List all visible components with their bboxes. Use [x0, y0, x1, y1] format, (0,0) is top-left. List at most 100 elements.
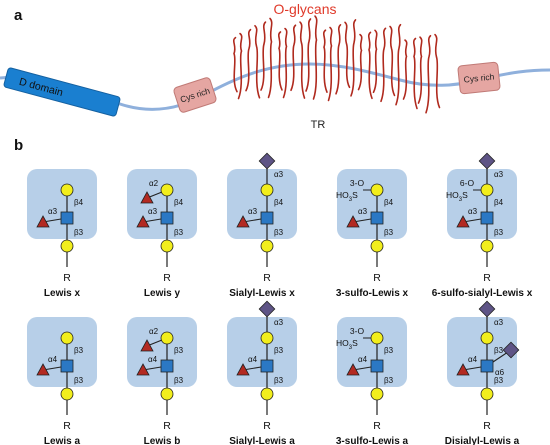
linkage-label: α4 — [48, 355, 58, 364]
o-glycan-chain — [290, 24, 297, 92]
glycan-box — [337, 169, 407, 239]
fucose-triangle-icon — [236, 215, 250, 228]
galactose-circle-icon — [480, 331, 494, 345]
fucose-triangle-icon — [456, 363, 470, 376]
fucose-triangle-icon — [346, 215, 360, 228]
linkage-label: α2 — [149, 179, 159, 188]
r-group-label: R — [63, 272, 71, 284]
o-glycan-chain — [305, 18, 312, 92]
o-glycan-chain — [260, 21, 267, 91]
fucose-triangle-icon — [456, 215, 470, 228]
galactose-circle-icon — [480, 239, 494, 253]
linkage-label: α2 — [149, 327, 159, 336]
glcnac-square-icon — [260, 211, 274, 225]
galactose-circle-icon — [480, 387, 494, 401]
linkage-label: α3 — [358, 207, 368, 216]
r-group-label: R — [163, 272, 171, 284]
sulfate-label: HO3S — [336, 338, 358, 351]
sialic-acid-diamond-icon — [258, 300, 276, 318]
linkage-label: β3 — [384, 346, 394, 355]
linkage-label: α3 — [274, 318, 284, 327]
o-glycan-chain — [417, 36, 423, 104]
sulfate-position-label: 3-O — [350, 178, 365, 188]
galactose-circle-icon — [60, 183, 74, 197]
glcnac-square-icon — [370, 211, 384, 225]
glycan-name: Lewis a — [44, 436, 81, 445]
o-glycan-chain — [350, 19, 357, 97]
sulfate-position-label: 6-O — [460, 178, 475, 188]
o-glycan-chain — [282, 27, 288, 99]
linkage-label: α4 — [248, 355, 258, 364]
glycan-box — [27, 169, 97, 239]
o-glycan-chain — [327, 26, 333, 102]
o-glycan-chains — [232, 15, 441, 114]
fucose-triangle-icon — [140, 339, 154, 352]
glycan-box — [227, 169, 297, 239]
galactose-circle-icon — [60, 331, 74, 345]
glycan-name: 3-sulfo-Lewis x — [336, 288, 409, 299]
o-glycan-chain — [344, 21, 351, 89]
linkage-label: β3 — [274, 228, 284, 237]
o-glycan-chain — [357, 33, 363, 91]
sulfate-position-label: 3-O — [350, 326, 365, 336]
galactose-circle-icon — [370, 331, 384, 345]
o-glycan-chain — [237, 32, 243, 100]
o-glycan-chain — [367, 31, 373, 100]
linkage-label: β3 — [74, 346, 84, 355]
linkage-label: α3 — [274, 170, 284, 179]
o-glycan-chain — [335, 24, 342, 95]
cys-rich-right: Cys rich — [457, 61, 501, 95]
panel-a-letter: a — [14, 7, 23, 24]
linkage-label: α3 — [494, 318, 504, 327]
r-group-label: R — [163, 420, 171, 432]
sialic-acid-diamond-icon — [478, 152, 496, 170]
panel-b-letter: b — [14, 137, 23, 154]
fucose-triangle-icon — [136, 215, 150, 228]
linkage-label: α6 — [495, 368, 505, 377]
linkage-label: β3 — [274, 376, 284, 385]
fucose-triangle-icon — [236, 363, 250, 376]
galactose-circle-icon — [370, 387, 384, 401]
galactose-circle-icon — [260, 183, 274, 197]
glcnac-square-icon — [260, 359, 274, 373]
linkage-label: α3 — [148, 207, 158, 216]
linkage-label: β3 — [384, 228, 394, 237]
d-domain: D domain — [3, 67, 121, 117]
sialic-acid-diamond-icon — [258, 152, 276, 170]
linkage-label: β3 — [494, 228, 504, 237]
o-glycan-chain — [245, 28, 252, 92]
glycan-box — [337, 317, 407, 387]
linkage-label: β4 — [384, 198, 394, 207]
linkage-label: β4 — [274, 198, 284, 207]
linkage-label: β3 — [494, 346, 504, 355]
galactose-circle-icon — [160, 331, 174, 345]
linkage-label: α3 — [494, 170, 504, 179]
r-group-label: R — [483, 420, 491, 432]
galactose-circle-icon — [160, 183, 174, 197]
r-group-label: R — [263, 420, 271, 432]
o-glycan-chain — [434, 33, 441, 109]
fucose-triangle-icon — [346, 363, 360, 376]
linkage-label: β3 — [74, 228, 84, 237]
galactose-circle-icon — [260, 387, 274, 401]
linkage-label: α3 — [48, 207, 58, 216]
galactose-circle-icon — [480, 183, 494, 197]
fucose-triangle-icon — [140, 191, 154, 204]
r-group-label: R — [483, 272, 491, 284]
linkage-label: β3 — [384, 376, 394, 385]
glcnac-square-icon — [370, 359, 384, 373]
sialic-acid-diamond-icon — [502, 341, 520, 359]
linkage-label: α4 — [148, 355, 158, 364]
linkage-label: β3 — [494, 376, 504, 385]
galactose-circle-icon — [260, 331, 274, 345]
